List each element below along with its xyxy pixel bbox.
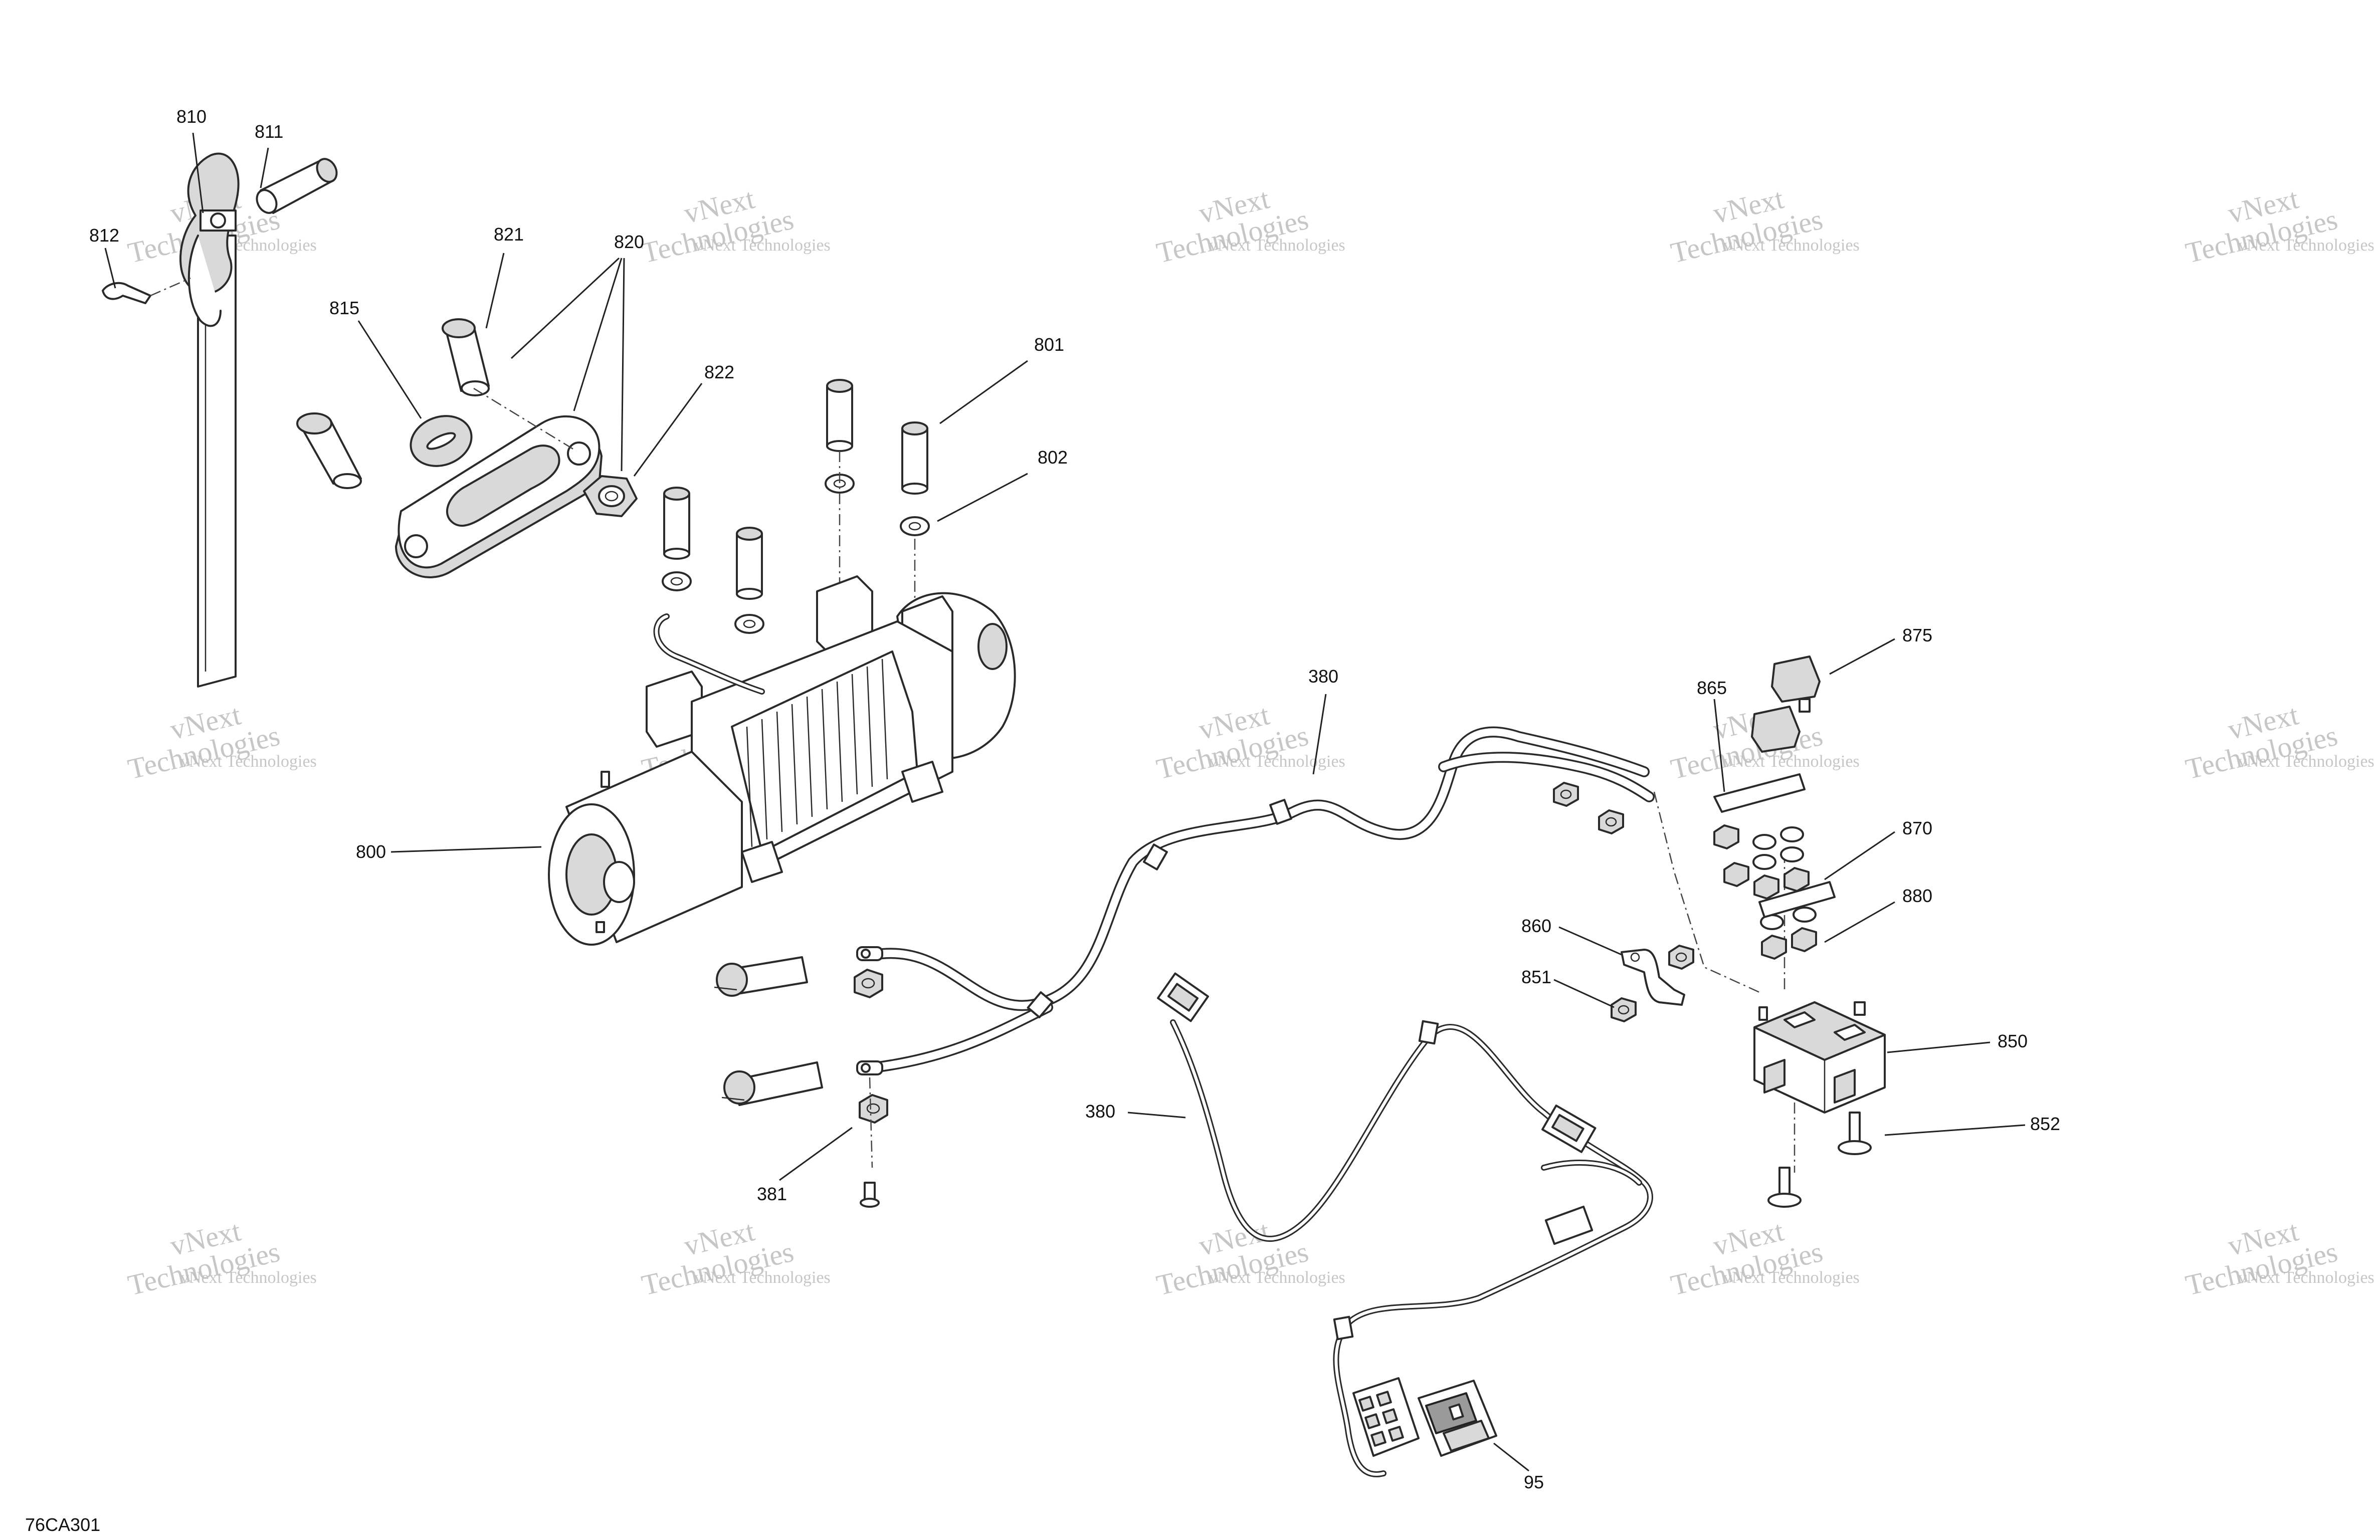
callout-labels: 810 811 812 821 820 815 822 801 802 800 … (89, 106, 2060, 1492)
watermark-r1c2: Technologies vNext vNext Technologies (639, 182, 831, 269)
callout-381: 381 (757, 1184, 787, 1204)
main-harness-cable (856, 726, 1655, 1075)
leader-lines (104, 132, 2026, 1472)
watermark-r2c5: Technologies vNext vNext Technologies (2183, 698, 2374, 785)
harness-connector-side (1544, 1205, 1594, 1245)
callout-822: 822 (704, 362, 734, 382)
svg-text:vNext Technologies: vNext Technologies (180, 752, 317, 771)
contactor-bracket-865 (1713, 773, 1806, 813)
winch-contactor-850 (1753, 1001, 1886, 1114)
battery-terminal-parts (714, 956, 888, 1208)
rocker-switch-assembly (1352, 1377, 1497, 1457)
battery-terminal-upper (856, 946, 883, 961)
callout-812: 812 (89, 225, 119, 246)
watermark-r1c4: Technologies vNext vNext Technologies (1668, 182, 1860, 269)
terminal-screw (860, 1077, 880, 1208)
svg-text:vNext Technologies: vNext Technologies (2238, 752, 2374, 771)
terminal-nut-lower (859, 1094, 888, 1124)
callout-802: 802 (1038, 447, 1068, 468)
watermark-r3c1: Technologies vNext vNext Technologies (125, 1214, 317, 1301)
contactor-bracket-870 (1758, 881, 1836, 918)
callout-380-upper: 380 (1308, 666, 1338, 687)
terminal-boot-865 (1751, 706, 1801, 753)
callout-875: 875 (1902, 625, 1932, 645)
bracket-nut-a (1553, 782, 1579, 807)
switch-connector (1352, 1377, 1420, 1457)
terminal-cover-upper (714, 956, 808, 997)
hawse-fairlead (395, 387, 603, 578)
callout-95: 95 (1524, 1472, 1544, 1492)
callout-811: 811 (255, 121, 283, 142)
hook-clip-pin (102, 277, 191, 304)
mount-bolt-2 (900, 421, 930, 601)
callout-870: 870 (1902, 818, 1932, 838)
mount-bolt-1 (825, 379, 855, 596)
bracket-nut-b (1598, 809, 1624, 834)
callout-850: 850 (1998, 1031, 2028, 1051)
callout-820: 820 (614, 232, 644, 252)
callout-852: 852 (2030, 1114, 2060, 1134)
drawing-code: 76CA301 (25, 1514, 100, 1535)
contactor-bracket-860 (1621, 949, 1685, 1006)
switch-harness-wire (1157, 972, 1653, 1477)
svg-text:vNext Technologies: vNext Technologies (1209, 752, 1345, 771)
svg-text:vNext Technologies: vNext Technologies (2238, 1268, 2374, 1287)
watermark-r3c2: Technologies vNext vNext Technologies (639, 1214, 831, 1301)
watermark-r3c4: Technologies vNext vNext Technologies (1668, 1214, 1860, 1301)
harness-connector-right (1541, 1105, 1597, 1153)
contactor-screw-rear (1767, 1167, 1802, 1208)
winch-assembly (548, 575, 1016, 946)
svg-text:vNext Technologies: vNext Technologies (694, 1268, 831, 1287)
fairlead-spacer-815 (410, 415, 473, 467)
bracket-nut-851 (1611, 997, 1637, 1022)
watermark-r1c3: Technologies vNext vNext Technologies (1153, 182, 1345, 269)
mount-bolt-4 (734, 527, 764, 634)
watermark-r3c3: Technologies vNext vNext Technologies (1153, 1214, 1345, 1301)
callout-865: 865 (1697, 678, 1727, 698)
fairlead-bolt-upper (442, 318, 490, 396)
svg-text:vNext Technologies: vNext Technologies (1209, 236, 1345, 255)
callout-821: 821 (494, 224, 524, 245)
callout-880: 880 (1902, 886, 1932, 906)
callout-860: 860 (1521, 916, 1551, 936)
bracket-nut-851-top (1668, 945, 1694, 970)
watermark-r3c5: Technologies vNext vNext Technologies (2183, 1214, 2374, 1301)
svg-text:vNext Technologies: vNext Technologies (1723, 752, 1860, 771)
callout-810: 810 (176, 106, 207, 127)
mount-bolt-3 (662, 487, 692, 591)
hook-strap-handle (256, 158, 338, 214)
winch-hook-assembly (102, 152, 338, 688)
callout-851: 851 (1521, 967, 1551, 987)
watermark-r1c5: Technologies vNext vNext Technologies (2183, 182, 2374, 269)
callout-801: 801 (1034, 334, 1064, 355)
svg-text:vNext Technologies: vNext Technologies (180, 1268, 317, 1287)
svg-text:vNext Technologies: vNext Technologies (1723, 1268, 1860, 1287)
watermark-r2c3: Technologies vNext vNext Technologies (1153, 698, 1345, 785)
battery-terminal-lower (856, 1060, 883, 1075)
winch-mount-bolts (662, 379, 930, 634)
watermark-r2c1: Technologies vNext vNext Technologies (125, 698, 317, 785)
fairlead-assembly (296, 318, 638, 578)
contactor-mounting (1553, 655, 1886, 1208)
callout-800: 800 (356, 841, 386, 862)
terminal-nut-upper (854, 969, 883, 998)
terminal-cover-lower (721, 1061, 823, 1106)
rocker-switch-95 (1418, 1380, 1497, 1457)
callout-815: 815 (329, 298, 359, 318)
callout-380-lower: 380 (1085, 1101, 1115, 1122)
svg-text:vNext Technologies: vNext Technologies (1209, 1268, 1345, 1287)
svg-text:vNext Technologies: vNext Technologies (1723, 236, 1860, 255)
terminal-boot-875 (1771, 655, 1821, 713)
winch-drum-windings (746, 658, 888, 847)
contactor-stud-nuts (1713, 824, 1817, 960)
contactor-screw-front (1838, 1112, 1872, 1155)
svg-text:vNext Technologies: vNext Technologies (2238, 236, 2374, 255)
fairlead-lock-nut (583, 475, 638, 517)
fairlead-bolt-lower (296, 412, 362, 489)
harness-connector-main (1157, 972, 1209, 1022)
svg-text:vNext Technologies: vNext Technologies (694, 236, 831, 255)
